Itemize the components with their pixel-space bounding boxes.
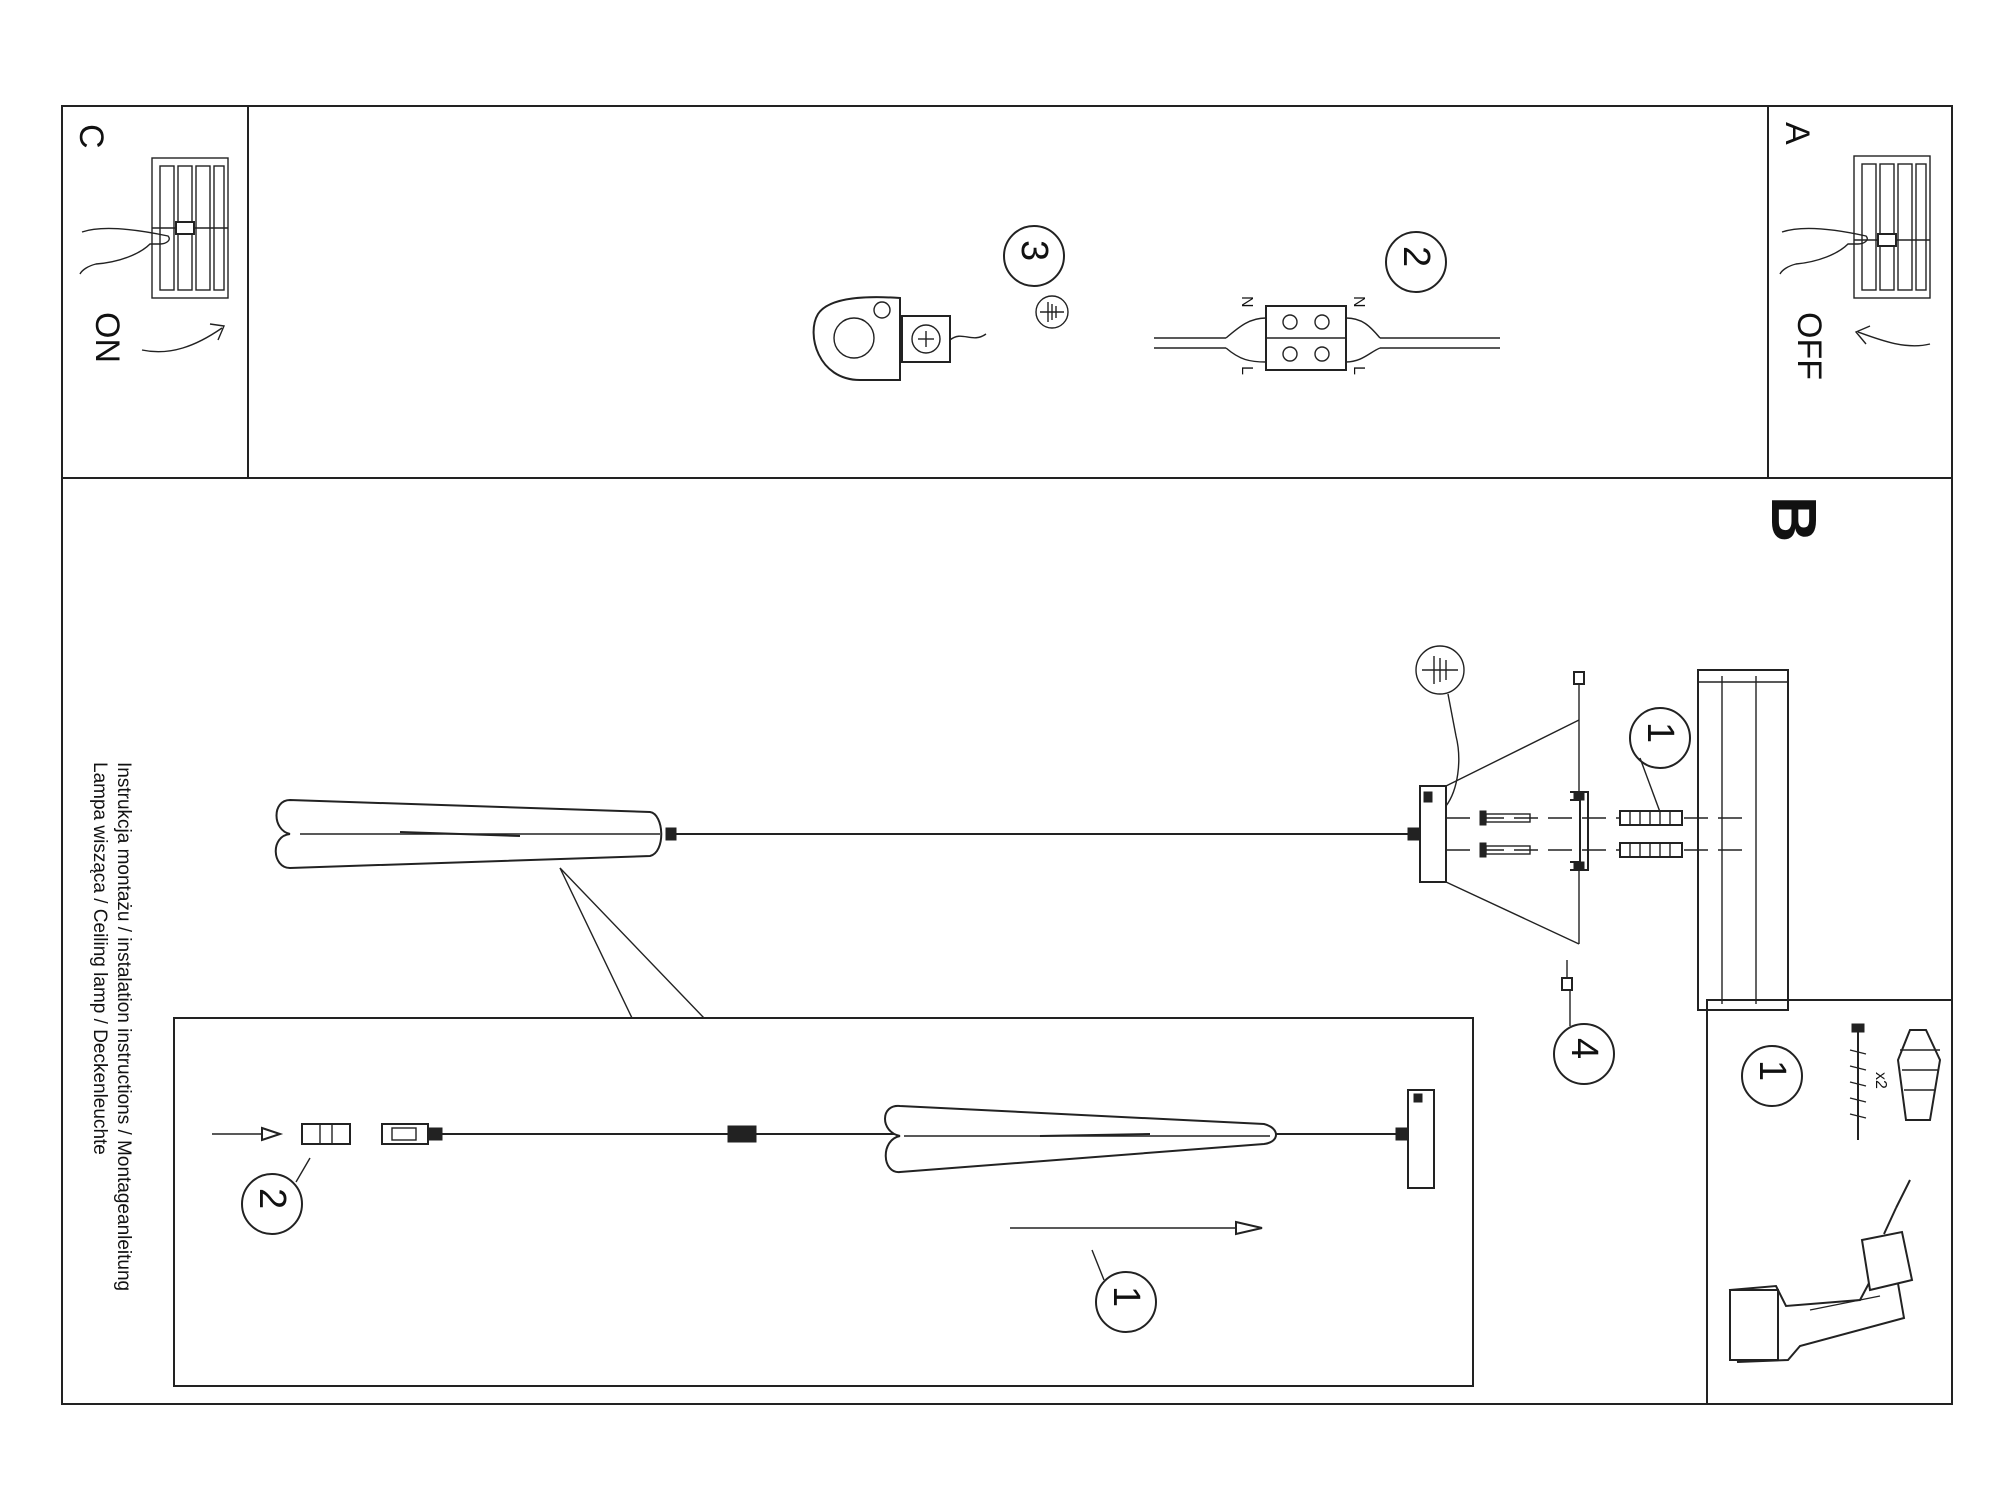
hand-icon — [1779, 227, 1868, 275]
panel-c-frame — [61, 105, 249, 479]
panel-c: C ON — [72, 124, 229, 363]
terminal-label-n-right: N — [1350, 296, 1367, 308]
outer-frame — [61, 105, 1953, 1405]
ground-symbol-icon — [1035, 295, 1069, 329]
parts-quantity: x2 — [1872, 1072, 1889, 1089]
panel-c-state: ON — [88, 312, 126, 363]
caption: Instrukcja montażu / instalation instruc… — [89, 762, 134, 1291]
pendant-assembly: 1 4 — [274, 645, 1789, 1085]
terminal-label-n-left: N — [1238, 296, 1255, 308]
breaker-box-icon — [1853, 155, 1931, 299]
panel-a-letter: A — [1778, 122, 1816, 145]
tools-panel-frame — [1706, 999, 1953, 1405]
tools-panel: 1 x2 — [1728, 1023, 1942, 1364]
ceiling — [1697, 669, 1789, 1011]
step-badge — [241, 1173, 303, 1235]
step-badge — [1095, 1271, 1157, 1333]
panel-a-state: OFF — [1790, 312, 1828, 380]
detail-step2-number: 2 — [251, 1188, 293, 1209]
step-badge — [1629, 707, 1691, 769]
breaker-box-icon — [151, 157, 229, 299]
wall-plug-icon — [1896, 1029, 1942, 1121]
terminal-block-diagram: 2 N N L L — [1154, 231, 1500, 375]
step-badge — [1553, 1023, 1615, 1085]
wiring-step3-number: 3 — [1013, 240, 1055, 261]
detail-lamp-body — [884, 1104, 1277, 1174]
screw-icon — [1849, 1023, 1867, 1140]
ground-lug — [812, 296, 901, 381]
main-step4-number: 4 — [1563, 1038, 1605, 1059]
step-badge — [1385, 231, 1447, 293]
switch-on-arrow-icon — [141, 323, 226, 353]
main-step1-number: 1 — [1639, 722, 1681, 743]
step-badge — [1003, 225, 1065, 287]
caption-line1: Instrukcja montażu / instalation instruc… — [113, 762, 134, 1291]
connector-cap — [301, 1123, 351, 1145]
mounting-bracket — [1570, 791, 1589, 871]
parts-step1-number: 1 — [1751, 1060, 1793, 1081]
panel-a: A OFF — [1778, 122, 1931, 380]
caption-line2: Lampa wisząca / Ceiling lamp / Deckenleu… — [89, 762, 110, 1155]
screw — [1479, 810, 1531, 826]
cable-grip — [727, 1125, 757, 1143]
step-badge — [1741, 1045, 1803, 1107]
small-screw — [1573, 671, 1585, 710]
small-screw — [1561, 960, 1573, 991]
panel-b-letter: B — [1758, 496, 1830, 542]
connector-socket — [381, 1123, 443, 1145]
hand-icon — [79, 227, 170, 275]
ground-screw-diagram: 3 — [812, 225, 1069, 381]
panel-a-frame — [1767, 105, 1953, 479]
switch-off-arrow-icon — [1854, 325, 1931, 347]
detail-step1-number: 1 — [1105, 1286, 1147, 1307]
drill-icon — [1728, 1179, 1914, 1364]
panel-c-letter: C — [72, 124, 110, 149]
terminal-label-l-left: L — [1238, 366, 1255, 375]
wall-plug — [1619, 810, 1683, 826]
wiring-step2-number: 2 — [1395, 246, 1437, 267]
wall-plug — [1619, 842, 1683, 858]
detail-canopy — [1407, 1089, 1435, 1189]
screw — [1479, 842, 1531, 858]
detail-panel-frame — [173, 1017, 1474, 1387]
detail-panel: 2 1 — [212, 1089, 1435, 1333]
terminal-label-l-right: L — [1350, 366, 1367, 375]
ground-symbol-icon — [1415, 645, 1465, 695]
